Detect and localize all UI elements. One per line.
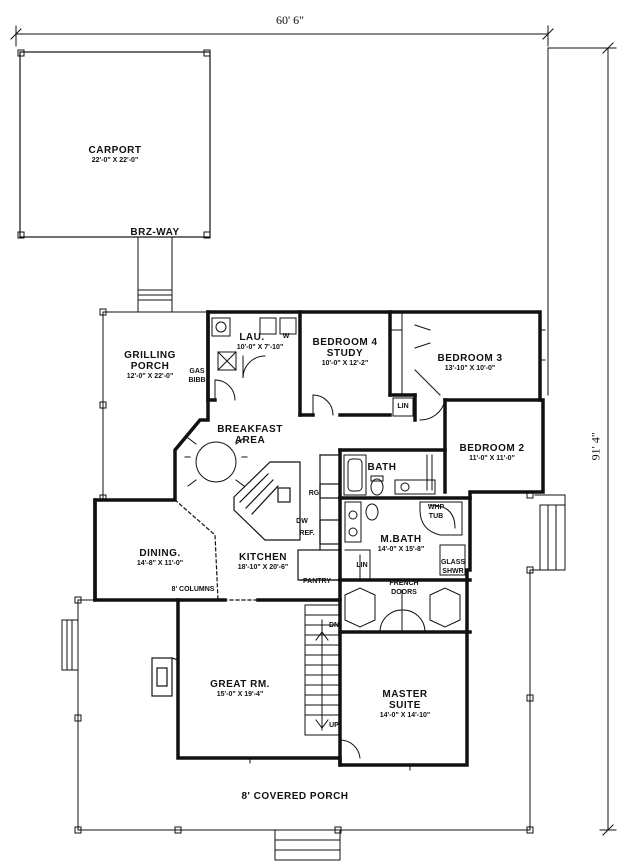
bedroom4-size: 10'-0" X 12'-2" (321, 360, 369, 367)
bedroom3-size: 13'-10" X 10'-0" (444, 365, 496, 372)
bedroom2-name: BEDROOM 2 (459, 443, 525, 454)
lin1-label: LIN (397, 403, 409, 410)
kitchen-size: 18'-10" X 20'-6" (237, 564, 289, 571)
bedroom4-name2: STUDY (326, 348, 364, 359)
gasbibb-line1: GAS (189, 368, 205, 375)
carport (17, 49, 211, 239)
lin2-label: LIN (356, 562, 368, 569)
covered-porch (74, 491, 566, 834)
dw-label: DW (296, 518, 308, 525)
whp-line2: TUB (428, 513, 444, 520)
french-line1: FRENCH (389, 580, 419, 587)
porch-name: 8' COVERED PORCH (241, 791, 349, 802)
great-name: GREAT RM. (210, 679, 270, 690)
master-name: MASTER (382, 689, 428, 700)
columns-label: 8' COLUMNS (171, 586, 215, 593)
glass-line2: SHWR (442, 568, 464, 575)
carport-size: 22'-0" X 22'-0" (91, 157, 139, 164)
breakfast-table (184, 437, 248, 487)
bedroom2-size: 11'-0" X 11'-0" (469, 455, 515, 462)
breakfast-name2: AREA (234, 435, 266, 446)
gasbibb-line2: BIBB (188, 377, 206, 384)
breakfast-name: BREAKFAST (217, 424, 283, 435)
stairs (304, 604, 361, 759)
lau-w: W (282, 333, 290, 340)
breezeway (137, 236, 173, 313)
ref-label: REF. (299, 530, 315, 537)
master-closets (344, 587, 461, 633)
fireplace (151, 657, 179, 697)
dining-name: DINING. (139, 548, 181, 559)
dining-size: 14'-8" X 11'-0" (136, 560, 184, 567)
laundry-fixtures (211, 317, 297, 401)
depth-dimension-line (547, 42, 617, 836)
pantry-label: PANTRY (303, 578, 331, 585)
mbath-size: 14'-0" X 15'-8" (377, 546, 425, 553)
brzway-label: BRZ-WAY (130, 227, 180, 238)
width-dimension-line (10, 25, 554, 47)
dining-columns (174, 499, 259, 601)
carport-name: CARPORT (88, 145, 142, 156)
lau-size: 10'-0" X 7'-10" (236, 344, 284, 351)
bedroom4-doors (312, 311, 446, 421)
windows (249, 329, 546, 771)
grilling-name2: PORCH (130, 361, 170, 372)
french-line2: DOORS (391, 589, 417, 596)
grilling-porch-outline (99, 308, 209, 502)
overall-width: 60' 6" (275, 13, 305, 27)
kitchen-name: KITCHEN (239, 552, 287, 563)
great-size: 15'-0" X 19'-4" (216, 691, 264, 698)
stairs-dn: DN (328, 622, 340, 629)
mbath-name: M.BATH (380, 534, 422, 545)
bath-fixtures (343, 454, 436, 496)
kitchen-island (233, 454, 341, 581)
master-name2: SUITE (389, 700, 421, 711)
rg-label: RG (308, 490, 320, 497)
master-size: 14'-0" X 14'-10" (379, 712, 431, 719)
master-bath-fixtures (344, 501, 466, 581)
grilling-name: GRILLING (124, 350, 176, 361)
bedroom4-name: BEDROOM 4 (312, 337, 378, 348)
lau-name: LAU. (239, 332, 265, 343)
porch-steps (61, 504, 566, 861)
stairs-up: UP (329, 722, 339, 729)
overall-depth: 91' 4" (588, 432, 603, 461)
bath-name: BATH (367, 462, 397, 473)
whp-line1: WHP (427, 504, 445, 511)
house-walls (93, 310, 545, 767)
glass-line1: GLASS (440, 559, 466, 566)
grilling-size: 12'-0" X 22'-0" (126, 373, 174, 380)
bedroom3-name: BEDROOM 3 (437, 353, 503, 364)
